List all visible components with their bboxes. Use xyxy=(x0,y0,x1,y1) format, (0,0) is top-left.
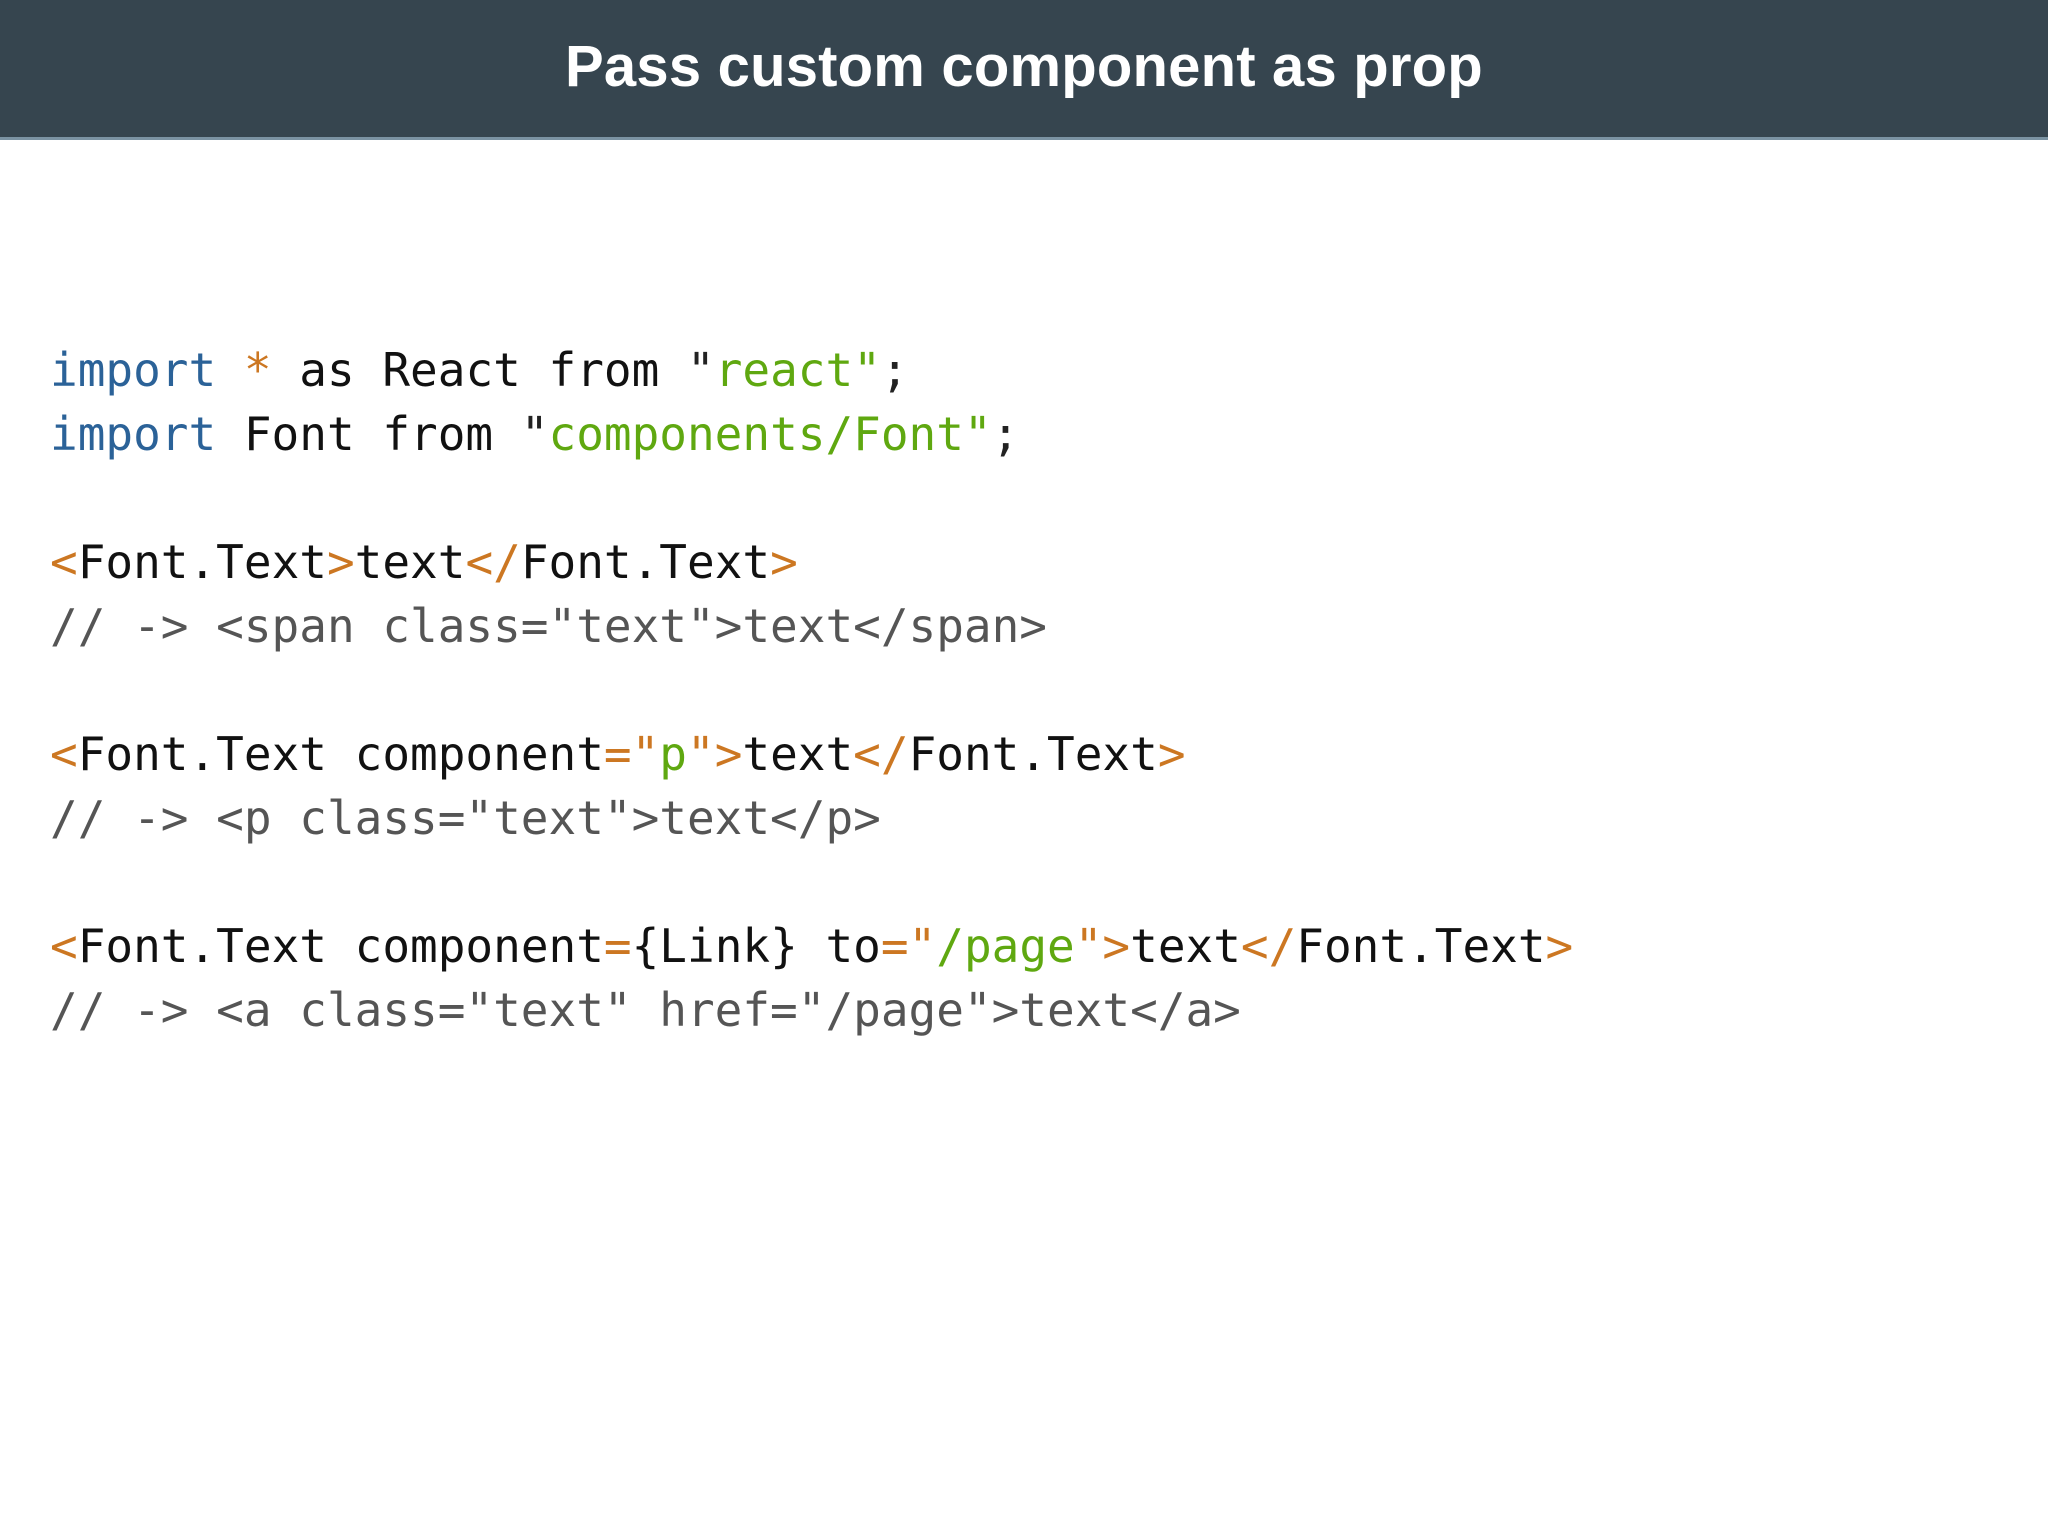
code-token-plain: {Link} to xyxy=(631,919,881,973)
code-token-string: " xyxy=(853,343,881,397)
code-token-bracket: </ xyxy=(1240,919,1297,973)
line-import-react: import * as React from "react"; xyxy=(50,338,2048,402)
code-token-plain: as React from xyxy=(271,343,687,397)
code-token-plain: Font.Text xyxy=(77,535,327,589)
code-token-plain: text xyxy=(742,727,854,781)
code-token-operator: "> xyxy=(687,727,743,781)
code-token-plain: Font.Text component xyxy=(77,727,604,781)
code-token-bracket: > xyxy=(1157,727,1186,781)
code-token-plain: Font from xyxy=(216,407,521,461)
line-import-font: import Font from "components/Font"; xyxy=(50,402,2048,466)
code-token-keyword: import xyxy=(50,343,217,397)
code-token-comment: // -> <p class="text">text</p> xyxy=(50,791,881,845)
line-blank-3 xyxy=(50,850,2048,914)
code-token-string: p xyxy=(659,727,687,781)
line-blank-2 xyxy=(50,658,2048,722)
code-token-bracket: > xyxy=(1545,919,1574,973)
code-token-string: react xyxy=(714,343,854,397)
code-token-plain: Font.Text xyxy=(520,535,771,589)
code-token-plain xyxy=(216,343,244,397)
code-token-comment: // -> <span class="text">text</span> xyxy=(50,599,1047,653)
slide-root: Pass custom component as prop import * a… xyxy=(0,0,2048,1042)
code-token-comment: // -> <a class="text" href="/page">text<… xyxy=(50,983,1241,1037)
code-token-operator: "> xyxy=(1074,919,1131,973)
code-token-plain: Font.Text xyxy=(908,727,1158,781)
code-token-bracket: < xyxy=(50,727,78,781)
code-token-operator: * xyxy=(243,343,272,397)
code-token-operator: =" xyxy=(603,727,660,781)
code-token-bracket: > xyxy=(770,535,798,589)
code-area: import * as React from "react";import Fo… xyxy=(0,140,2048,1042)
code-token-operator: = xyxy=(603,919,632,973)
code-token-string: components/Font xyxy=(548,407,964,461)
code-token-bracket: < xyxy=(50,919,78,973)
code-token-bracket: </ xyxy=(465,535,521,589)
code-token-punct: ; xyxy=(880,343,909,397)
line-blank-1 xyxy=(50,466,2048,530)
line-jsx-component-link: <Font.Text component={Link} to="/page">t… xyxy=(50,914,2048,978)
code-token-operator: =" xyxy=(880,919,937,973)
line-comment-p: // -> <p class="text">text</p> xyxy=(50,786,2048,850)
line-comment-a: // -> <a class="text" href="/page">text<… xyxy=(50,978,2048,1042)
line-jsx-default: <Font.Text>text</Font.Text> xyxy=(50,530,2048,594)
code-token-bracket: </ xyxy=(853,727,909,781)
code-token-plain: text xyxy=(354,535,466,589)
code-block: import * as React from "react";import Fo… xyxy=(50,338,2048,1042)
code-token-plain: text xyxy=(1130,919,1241,973)
code-token-string: " xyxy=(963,407,992,461)
code-token-string: /page xyxy=(936,919,1075,973)
code-token-punct: ; xyxy=(991,407,1020,461)
code-token-bracket: < xyxy=(50,535,78,589)
code-token-keyword: import xyxy=(50,407,217,461)
code-token-punct: " xyxy=(687,343,715,397)
code-token-plain: Font.Text component xyxy=(77,919,604,973)
page-title: Pass custom component as prop xyxy=(565,34,1483,99)
code-token-plain: Font.Text xyxy=(1296,919,1546,973)
slide-header: Pass custom component as prop xyxy=(0,0,2048,140)
line-comment-span: // -> <span class="text">text</span> xyxy=(50,594,2048,658)
code-token-punct: " xyxy=(520,407,549,461)
code-token-bracket: > xyxy=(326,535,355,589)
line-jsx-component-p: <Font.Text component="p">text</Font.Text… xyxy=(50,722,2048,786)
